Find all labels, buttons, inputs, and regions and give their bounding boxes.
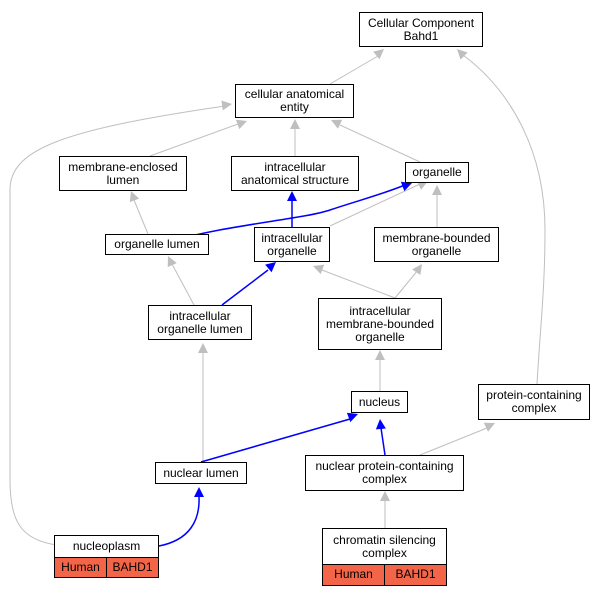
edge-olumen-partof-organelle-arrowhead [400, 181, 412, 192]
node-nucleus[interactable]: nucleus [351, 391, 408, 413]
edge-cae-to-root-arrowhead [373, 49, 384, 60]
species-tag[interactable]: Human [323, 565, 384, 585]
edge-iorg-to-organelle [329, 183, 421, 227]
node-organelle[interactable]: organelle [405, 162, 469, 183]
edge-imbo-to-iorg-arrowhead [313, 264, 325, 275]
edge-imbo-to-mbo-arrowhead [412, 264, 422, 276]
edge-npcc-to-pcc [419, 427, 488, 456]
edge-imbo-to-mbo [394, 269, 419, 299]
node-intracellular-organelle[interactable]: intracellular organelle [254, 227, 330, 262]
edge-nlumen-to-iol-arrowhead [198, 343, 208, 353]
edge-mbo-to-organelle-arrowhead [432, 185, 442, 195]
edge-olumen-to-mel [133, 199, 149, 235]
edge-npcc-partof-nucleus [380, 427, 386, 456]
edge-imbo-to-iorg [321, 269, 396, 299]
edge-iol-partof-iorg [221, 269, 269, 306]
node-cellular-anatomical-entity[interactable]: cellular anatomical entity [235, 84, 354, 118]
edge-nucleoplasm-partof-nlumen-arrowhead [194, 487, 204, 497]
node-membrane-bounded-organelle[interactable]: membrane-bounded organelle [374, 227, 499, 262]
edge-pcc-to-root-arrowhead [457, 49, 468, 60]
edge-nucleoplasm-partof-nlumen [158, 496, 200, 547]
chromatin-silencing-annotation-row: Human BAHD1 [322, 565, 447, 586]
edge-nlumen-partof-nucleus [200, 418, 351, 463]
edge-npcc-partof-nucleus-arrowhead [375, 419, 386, 430]
edge-nucleoplasm-to-cae-arrowhead [221, 100, 232, 111]
edge-csc-to-npcc-arrowhead [380, 491, 390, 501]
node-nuclear-protein-containing-complex[interactable]: nuclear protein-containing complex [305, 455, 464, 491]
edge-mel-to-cae-arrowhead [235, 119, 247, 130]
nucleoplasm-annotation-row: Human BAHD1 [54, 558, 159, 578]
node-nucleoplasm[interactable]: nucleoplasm [54, 535, 159, 558]
node-intracellular-organelle-lumen[interactable]: intracellular organelle lumen [148, 305, 252, 340]
gene-tag[interactable]: BAHD1 [106, 558, 158, 577]
gene-tag[interactable]: BAHD1 [384, 565, 446, 585]
edge-nucleus-to-imbo-arrowhead [375, 350, 385, 360]
node-chromatin-silencing-complex[interactable]: chromatin silencing complex [322, 528, 447, 565]
node-intracellular-anatomical-structure[interactable]: intracellular anatomical structure [231, 156, 359, 191]
node-membrane-enclosed-lumen[interactable]: membrane-enclosed lumen [59, 156, 187, 191]
edge-iol-to-olumen [171, 263, 195, 306]
node-intracellular-membrane-bounded-organelle[interactable]: intracellular membrane-bounded organelle [318, 298, 442, 350]
node-organelle-lumen[interactable]: organelle lumen [105, 234, 209, 255]
edge-olumen-partof-organelle [157, 184, 406, 246]
edge-iol-to-olumen-arrowhead [167, 256, 177, 268]
edge-nlumen-partof-nucleus-arrowhead [346, 412, 358, 423]
node-cellular-component[interactable]: Cellular Component Bahd1 [359, 12, 483, 47]
edge-iorg-partof-ias-arrowhead [287, 191, 297, 201]
node-protein-containing-complex[interactable]: protein-containing complex [478, 384, 590, 420]
edge-ias-to-cae-arrowhead [290, 119, 300, 129]
edge-olumen-to-mel-arrowhead [129, 191, 140, 203]
node-nuclear-lumen[interactable]: nuclear lumen [155, 462, 247, 484]
edge-npcc-to-pcc-arrowhead [483, 422, 495, 432]
edge-nucleoplasm-to-cae [9, 105, 226, 546]
species-tag[interactable]: Human [55, 558, 106, 577]
edge-pcc-to-root [462, 54, 546, 385]
edge-iol-partof-iorg-arrowhead [265, 262, 276, 273]
edge-cae-to-root [329, 55, 379, 85]
edge-organelle-to-cae [339, 124, 421, 163]
edge-organelle-to-cae-arrowhead [331, 119, 343, 129]
edge-mel-to-cae [149, 123, 239, 157]
